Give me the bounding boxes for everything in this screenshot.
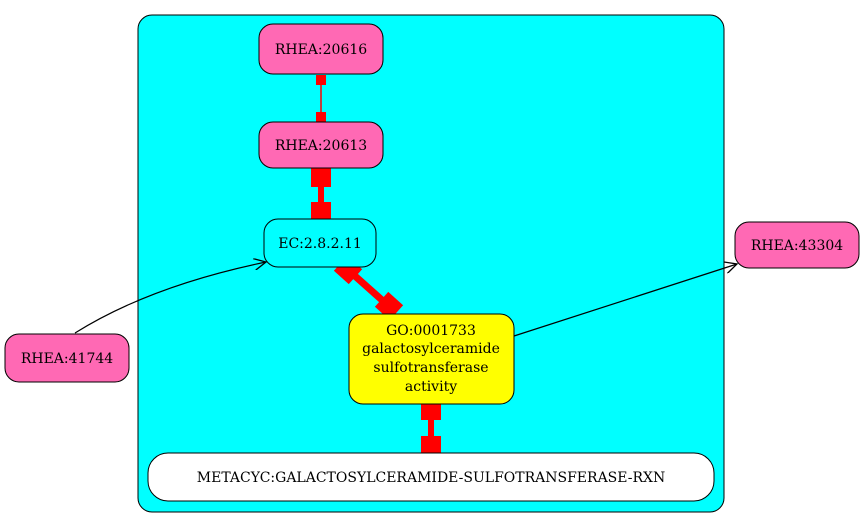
node-rhea-20616[interactable]: RHEA:20616 bbox=[258, 23, 384, 75]
edge-rhea41744-ec bbox=[74, 262, 266, 334]
edge-ec-go bbox=[333, 255, 404, 321]
node-rhea-41744-label: RHEA:41744 bbox=[21, 351, 113, 367]
node-rhea-20613[interactable]: RHEA:20613 bbox=[258, 121, 384, 169]
node-ec-label: EC:2.8.2.11 bbox=[278, 236, 362, 252]
node-rhea-43304[interactable]: RHEA:43304 bbox=[734, 221, 860, 269]
node-go[interactable]: GO:0001733 galactosylceramide sulfotrans… bbox=[348, 313, 515, 405]
node-go-line3: sulfotransferase bbox=[373, 360, 488, 376]
node-rhea-41744[interactable]: RHEA:41744 bbox=[4, 333, 130, 383]
edge-rhea20616-rhea20613 bbox=[316, 75, 326, 125]
node-rhea-43304-label: RHEA:43304 bbox=[751, 238, 843, 254]
node-rhea-20616-label: RHEA:20616 bbox=[275, 42, 367, 58]
node-metacyc-label: METACYC:GALACTOSYLCERAMIDE-SULFOTRANSFER… bbox=[197, 470, 665, 486]
edge-rhea20613-ec bbox=[311, 167, 331, 222]
edge-go-metacyc bbox=[421, 400, 441, 456]
node-go-line4: activity bbox=[405, 379, 457, 395]
node-go-line2: galactosylceramide bbox=[362, 341, 500, 357]
node-metacyc[interactable]: METACYC:GALACTOSYLCERAMIDE-SULFOTRANSFER… bbox=[147, 452, 715, 502]
node-ec[interactable]: EC:2.8.2.11 bbox=[263, 218, 377, 268]
node-go-line1: GO:0001733 bbox=[386, 323, 476, 339]
node-rhea-20613-label: RHEA:20613 bbox=[275, 138, 367, 154]
edge-go-rhea43304 bbox=[513, 264, 737, 337]
